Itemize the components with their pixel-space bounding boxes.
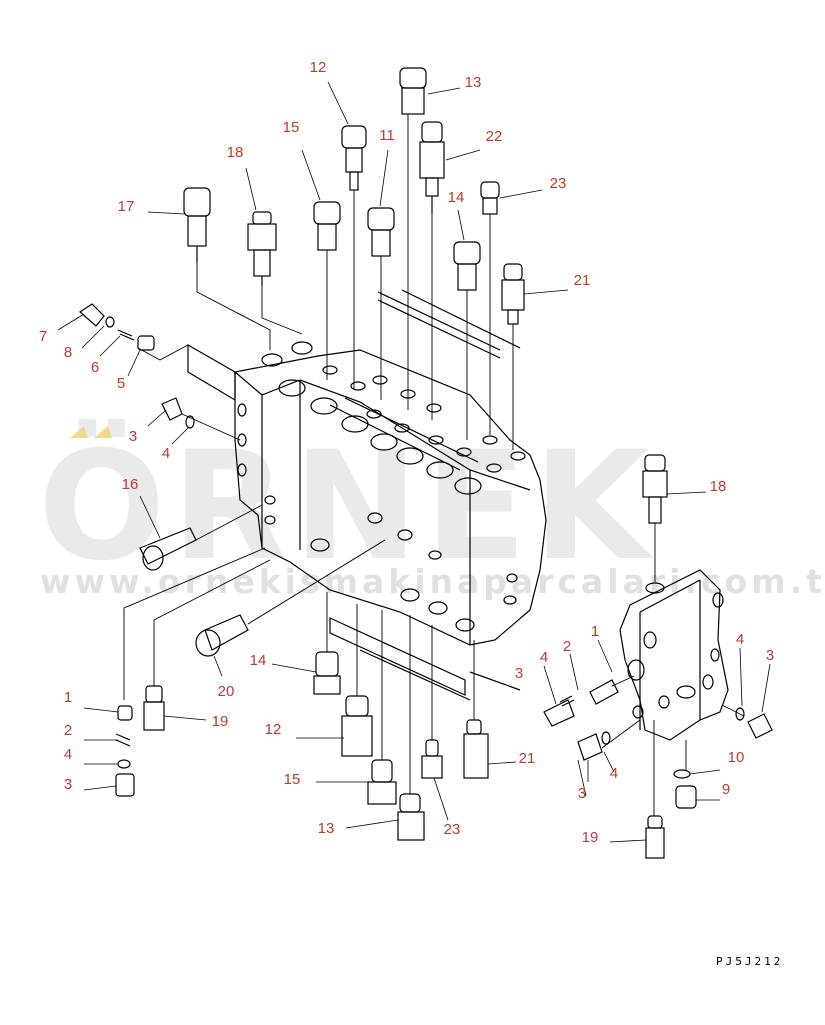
gasket-plate-bottom [329,617,466,696]
callout-label: 21 [519,750,536,767]
part-21-relief-top [501,263,525,325]
main-valve-block [234,349,547,646]
part-15-plug-top [313,201,341,251]
callout-label: 3 [515,665,523,682]
callout-label: 23 [550,175,567,192]
callout-label: 19 [582,829,599,846]
callout-label: 23 [444,821,461,838]
callout-label: 10 [728,749,745,766]
callout-label: 3 [64,776,72,793]
bottom-components [115,651,489,841]
callout-label: 18 [227,144,244,161]
callout-label: 9 [722,781,730,798]
callout-label: 3 [766,647,774,664]
part-14-valve-top [453,241,481,291]
part-12-valve-top [341,125,367,191]
part-11-plug [367,207,395,257]
callout-label: 4 [64,746,72,763]
part-13-valve-top [399,67,427,115]
part-18-relief-top [247,211,277,286]
callout-label: 4 [540,649,548,666]
callout-label: 12 [265,721,282,738]
assembly-lines [123,114,745,816]
callout-label: 2 [563,638,571,655]
part-23-plug-top [480,181,500,215]
callout-label: 13 [465,74,482,91]
right-valve-section [619,569,729,741]
callout-label: 8 [64,344,72,361]
callout-label: 11 [379,127,395,144]
callout-label: 3 [129,428,137,445]
callout-label: 18 [710,478,727,495]
callout-label: 16 [122,476,139,493]
callout-label: 1 [591,623,599,640]
callout-label: 15 [284,771,301,788]
callout-label: 5 [117,375,125,392]
diagram-linework [57,67,773,859]
callout-labels: 12 13 11 22 15 18 23 17 14 21 7 8 6 5 3 … [39,59,774,846]
callout-label: 21 [574,272,591,289]
callout-label: 14 [250,652,267,669]
front-port-holes [237,403,518,632]
callout-label: 7 [39,328,47,345]
callout-label: 12 [310,59,327,76]
callout-label: 17 [118,198,135,215]
callout-label: 4 [610,765,618,782]
callout-label: 13 [318,820,335,837]
callout-label: 20 [218,683,235,700]
top-port-holes [261,341,526,495]
callout-label: 2 [64,722,72,739]
callout-label: 6 [91,359,99,376]
callout-label: 15 [283,119,300,136]
watermark-accent-mark [70,426,112,438]
part-17-valve [183,187,211,262]
leader-lines [57,81,771,843]
callout-label: 19 [212,713,229,730]
callout-label: 4 [162,445,170,462]
watermark-brand: ÖRNEK [38,420,656,594]
left-small-parts [79,303,249,657]
callout-label: 22 [486,128,503,145]
part-22-sleeve [419,121,445,214]
watermark-url: www.ornekismakinaparcalari.com.tr [40,562,825,601]
drawing-code: PJ5J212 [716,955,784,968]
callout-label: 14 [448,189,465,206]
callout-label: 4 [736,631,744,648]
callout-label: 3 [578,785,586,802]
callout-label: 1 [64,689,72,706]
gasket-plate-top [187,343,236,402]
